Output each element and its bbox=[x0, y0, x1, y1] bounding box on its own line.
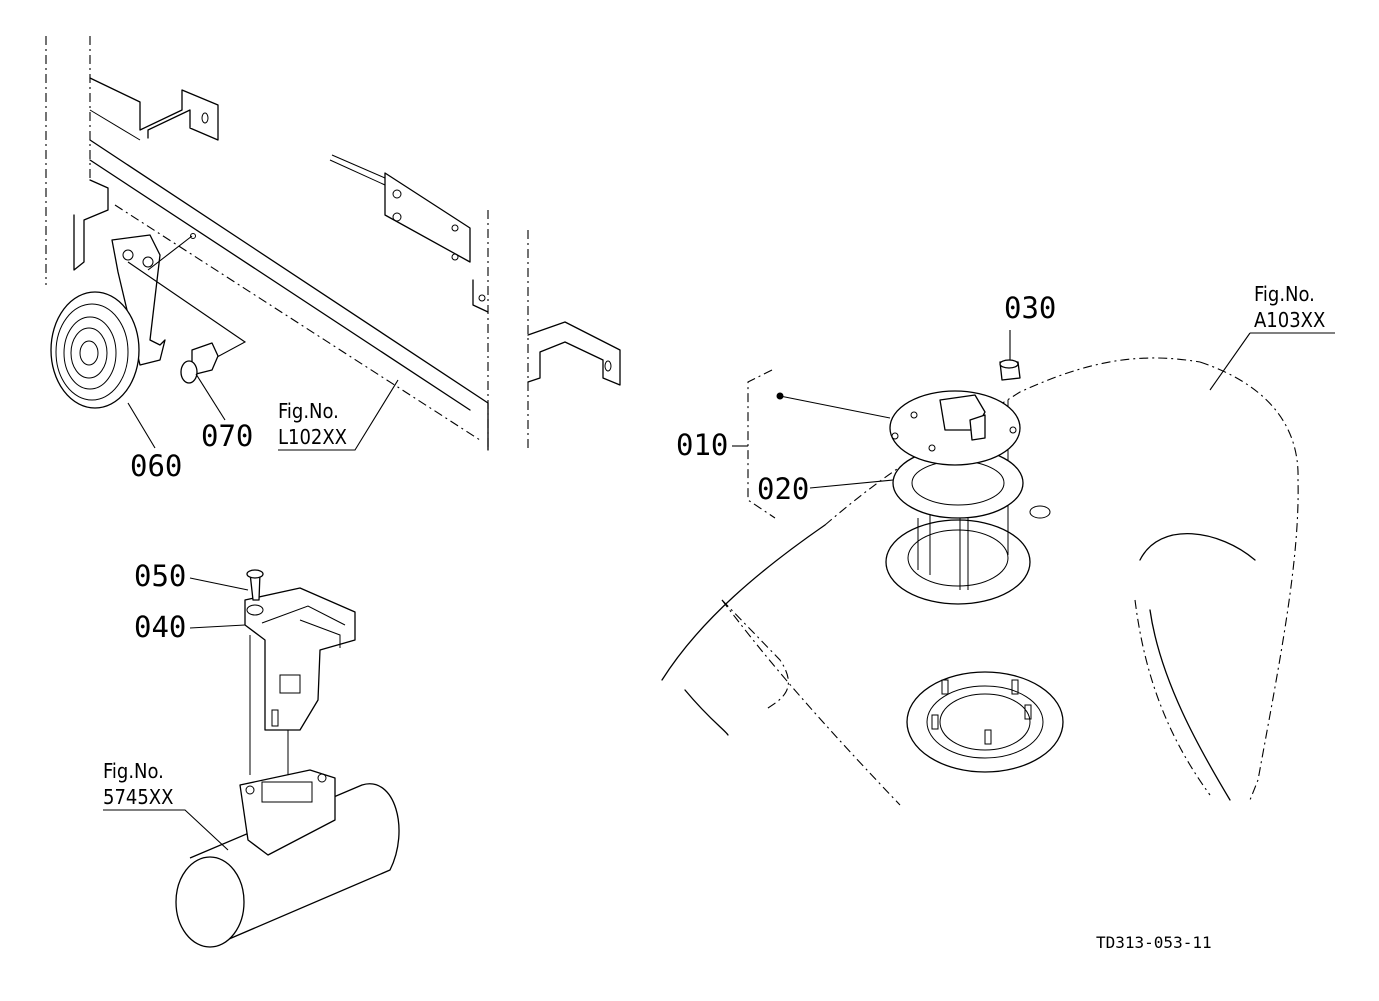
fig-ref-pipe-line1: Fig.No. bbox=[103, 759, 164, 783]
fuel-sender bbox=[732, 359, 1024, 590]
leader-lines bbox=[103, 330, 1335, 851]
part-label-060: 060 bbox=[130, 449, 182, 483]
fig-ref-frame-line2: L102XX bbox=[278, 425, 347, 449]
fig-ref-frame-line1: Fig.No. bbox=[278, 399, 339, 423]
part-label-070: 070 bbox=[201, 419, 253, 453]
bolt bbox=[180, 342, 219, 384]
part-label-020: 020 bbox=[757, 472, 809, 506]
sensor bbox=[244, 569, 356, 790]
part-label-010: 010 bbox=[676, 428, 728, 462]
intake-pipe bbox=[175, 769, 400, 948]
fuel-tank bbox=[661, 357, 1299, 806]
part-label-050: 050 bbox=[134, 559, 186, 593]
part-label-030: 030 bbox=[1004, 291, 1056, 325]
horn bbox=[50, 234, 247, 409]
part-label-040: 040 bbox=[134, 610, 186, 644]
fig-ref-pipe-line2: 5745XX bbox=[103, 785, 173, 809]
drawing-code: TD313-053-11 bbox=[1096, 933, 1212, 952]
fig-ref-tank-line1: Fig.No. bbox=[1254, 282, 1315, 306]
fig-ref-tank-line2: A103XX bbox=[1254, 308, 1325, 332]
frame-structure bbox=[45, 36, 621, 451]
